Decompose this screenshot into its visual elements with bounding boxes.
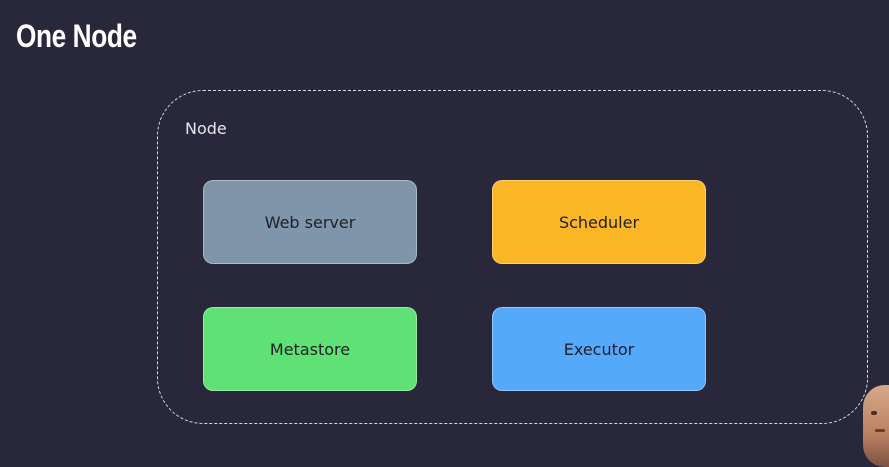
executor-label: Executor [563, 339, 635, 359]
web-server-label: Web server [264, 212, 356, 232]
presenter-webcam-avatar [863, 385, 889, 467]
web-server-box: Web server [203, 180, 417, 264]
node-label: Node [185, 119, 227, 138]
node-boundary [157, 90, 868, 424]
scheduler-box: Scheduler [492, 180, 706, 264]
metastore-box: Metastore [203, 307, 417, 391]
metastore-label: Metastore [269, 339, 351, 359]
slide-title: One Node [16, 18, 137, 54]
scheduler-label: Scheduler [558, 212, 640, 232]
executor-box: Executor [492, 307, 706, 391]
